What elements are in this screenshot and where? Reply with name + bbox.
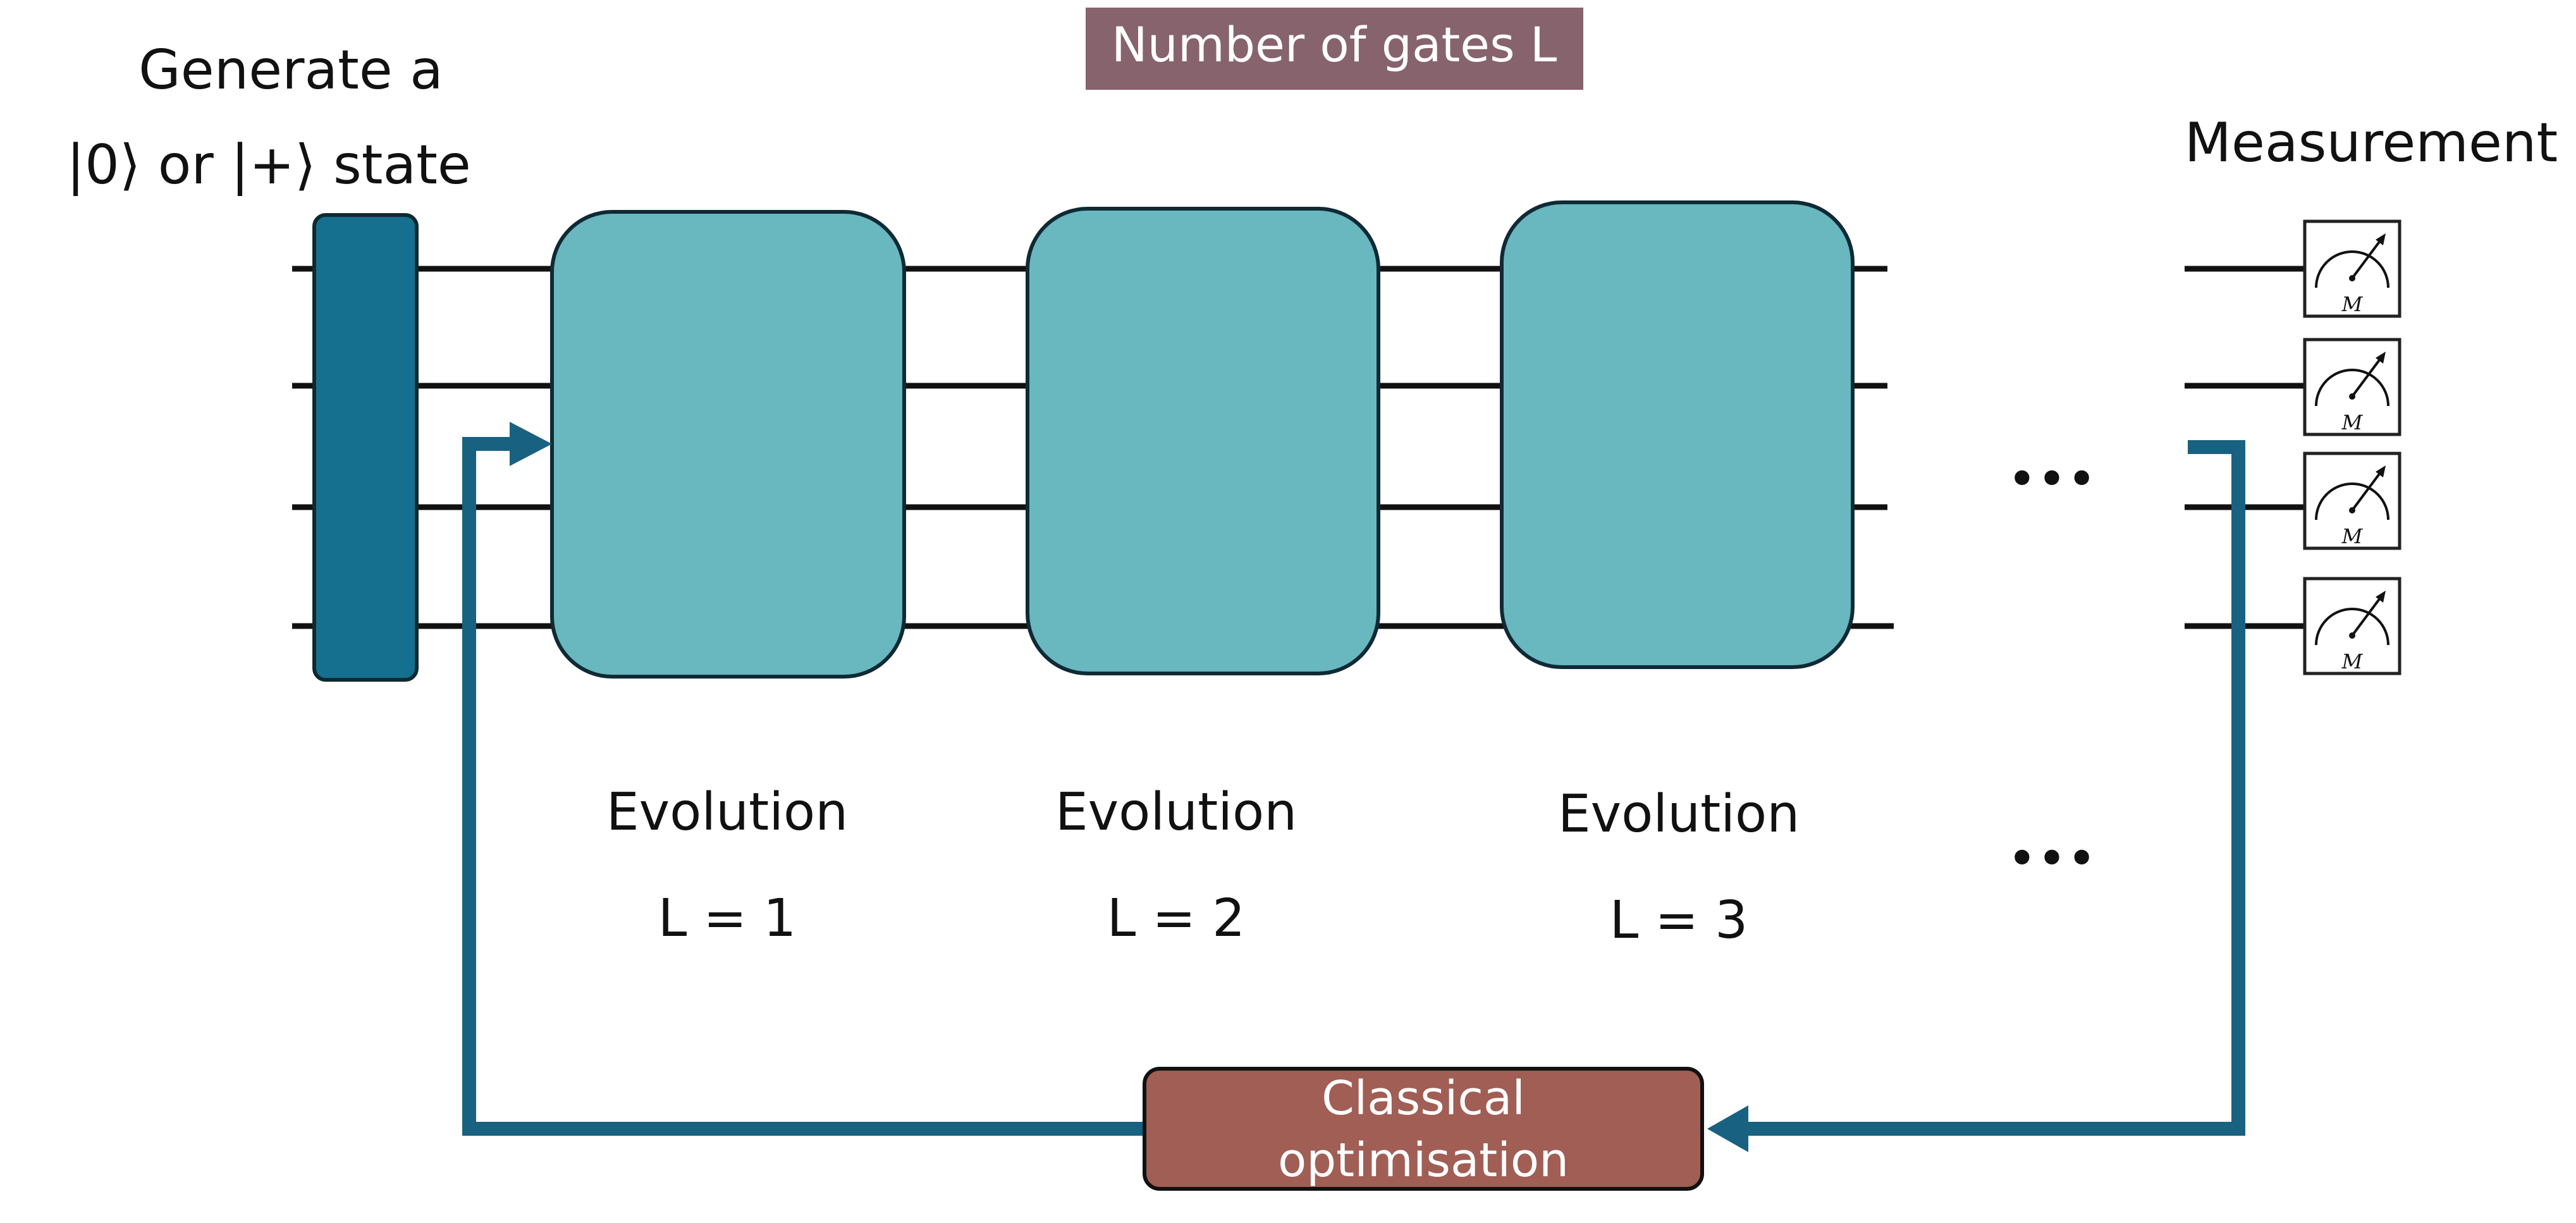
- measurement-meter-3: M: [2303, 452, 2401, 550]
- evolution-layer-1: L = 1: [658, 888, 797, 949]
- gate-count-header-label: Number of gates L: [1112, 16, 1557, 73]
- evolution-label-2: Evolution: [1055, 782, 1297, 842]
- state-prep-label-line2: |0⟩ or |+⟩ state: [66, 133, 471, 197]
- measurement-label: Measurement: [2185, 111, 2558, 175]
- evolution-label-3: Evolution: [1558, 784, 1800, 844]
- feedback-arrow-to-gates: [462, 437, 1144, 1136]
- evolution-gate-1: [550, 210, 906, 679]
- measurement-meter-1: M: [2303, 219, 2401, 318]
- feedback-arrowhead-gates: [510, 422, 552, 466]
- meter-symbol: M: [2341, 292, 2364, 316]
- continuation-dots-top: •••: [2007, 450, 2097, 508]
- meter-symbol: M: [2341, 524, 2364, 548]
- meter-symbol: M: [2341, 410, 2364, 434]
- evolution-layer-3: L = 3: [1610, 890, 1748, 950]
- classical-optimiser-line1: Classical: [1322, 1071, 1525, 1126]
- continuation-dots-bottom: •••: [2007, 829, 2097, 888]
- measurement-meter-2: M: [2303, 338, 2401, 436]
- evolution-gate-2: [1026, 207, 1380, 675]
- evolution-layer-2: L = 2: [1107, 888, 1246, 949]
- gate-count-header: Number of gates L: [1086, 8, 1583, 90]
- measurement-meter-4: M: [2303, 577, 2401, 675]
- classical-optimiser-box: [1143, 1067, 1704, 1191]
- feedback-loop: [462, 422, 2245, 1152]
- feedback-arrow-to-optimiser: [1736, 440, 2245, 1136]
- state-prep-label-line1: Generate a: [138, 39, 443, 102]
- meter-symbol: M: [2341, 649, 2364, 673]
- feedback-arrowhead-optimiser: [1707, 1105, 1748, 1152]
- evolution-gate-3: [1500, 200, 1855, 669]
- evolution-label-1: Evolution: [606, 782, 848, 842]
- classical-optimiser: Classical optimisation: [1143, 1067, 1704, 1191]
- classical-optimiser-line2: optimisation: [1278, 1133, 1569, 1188]
- state-prep-block: [312, 213, 419, 682]
- gate-count-header-box: [1086, 8, 1583, 90]
